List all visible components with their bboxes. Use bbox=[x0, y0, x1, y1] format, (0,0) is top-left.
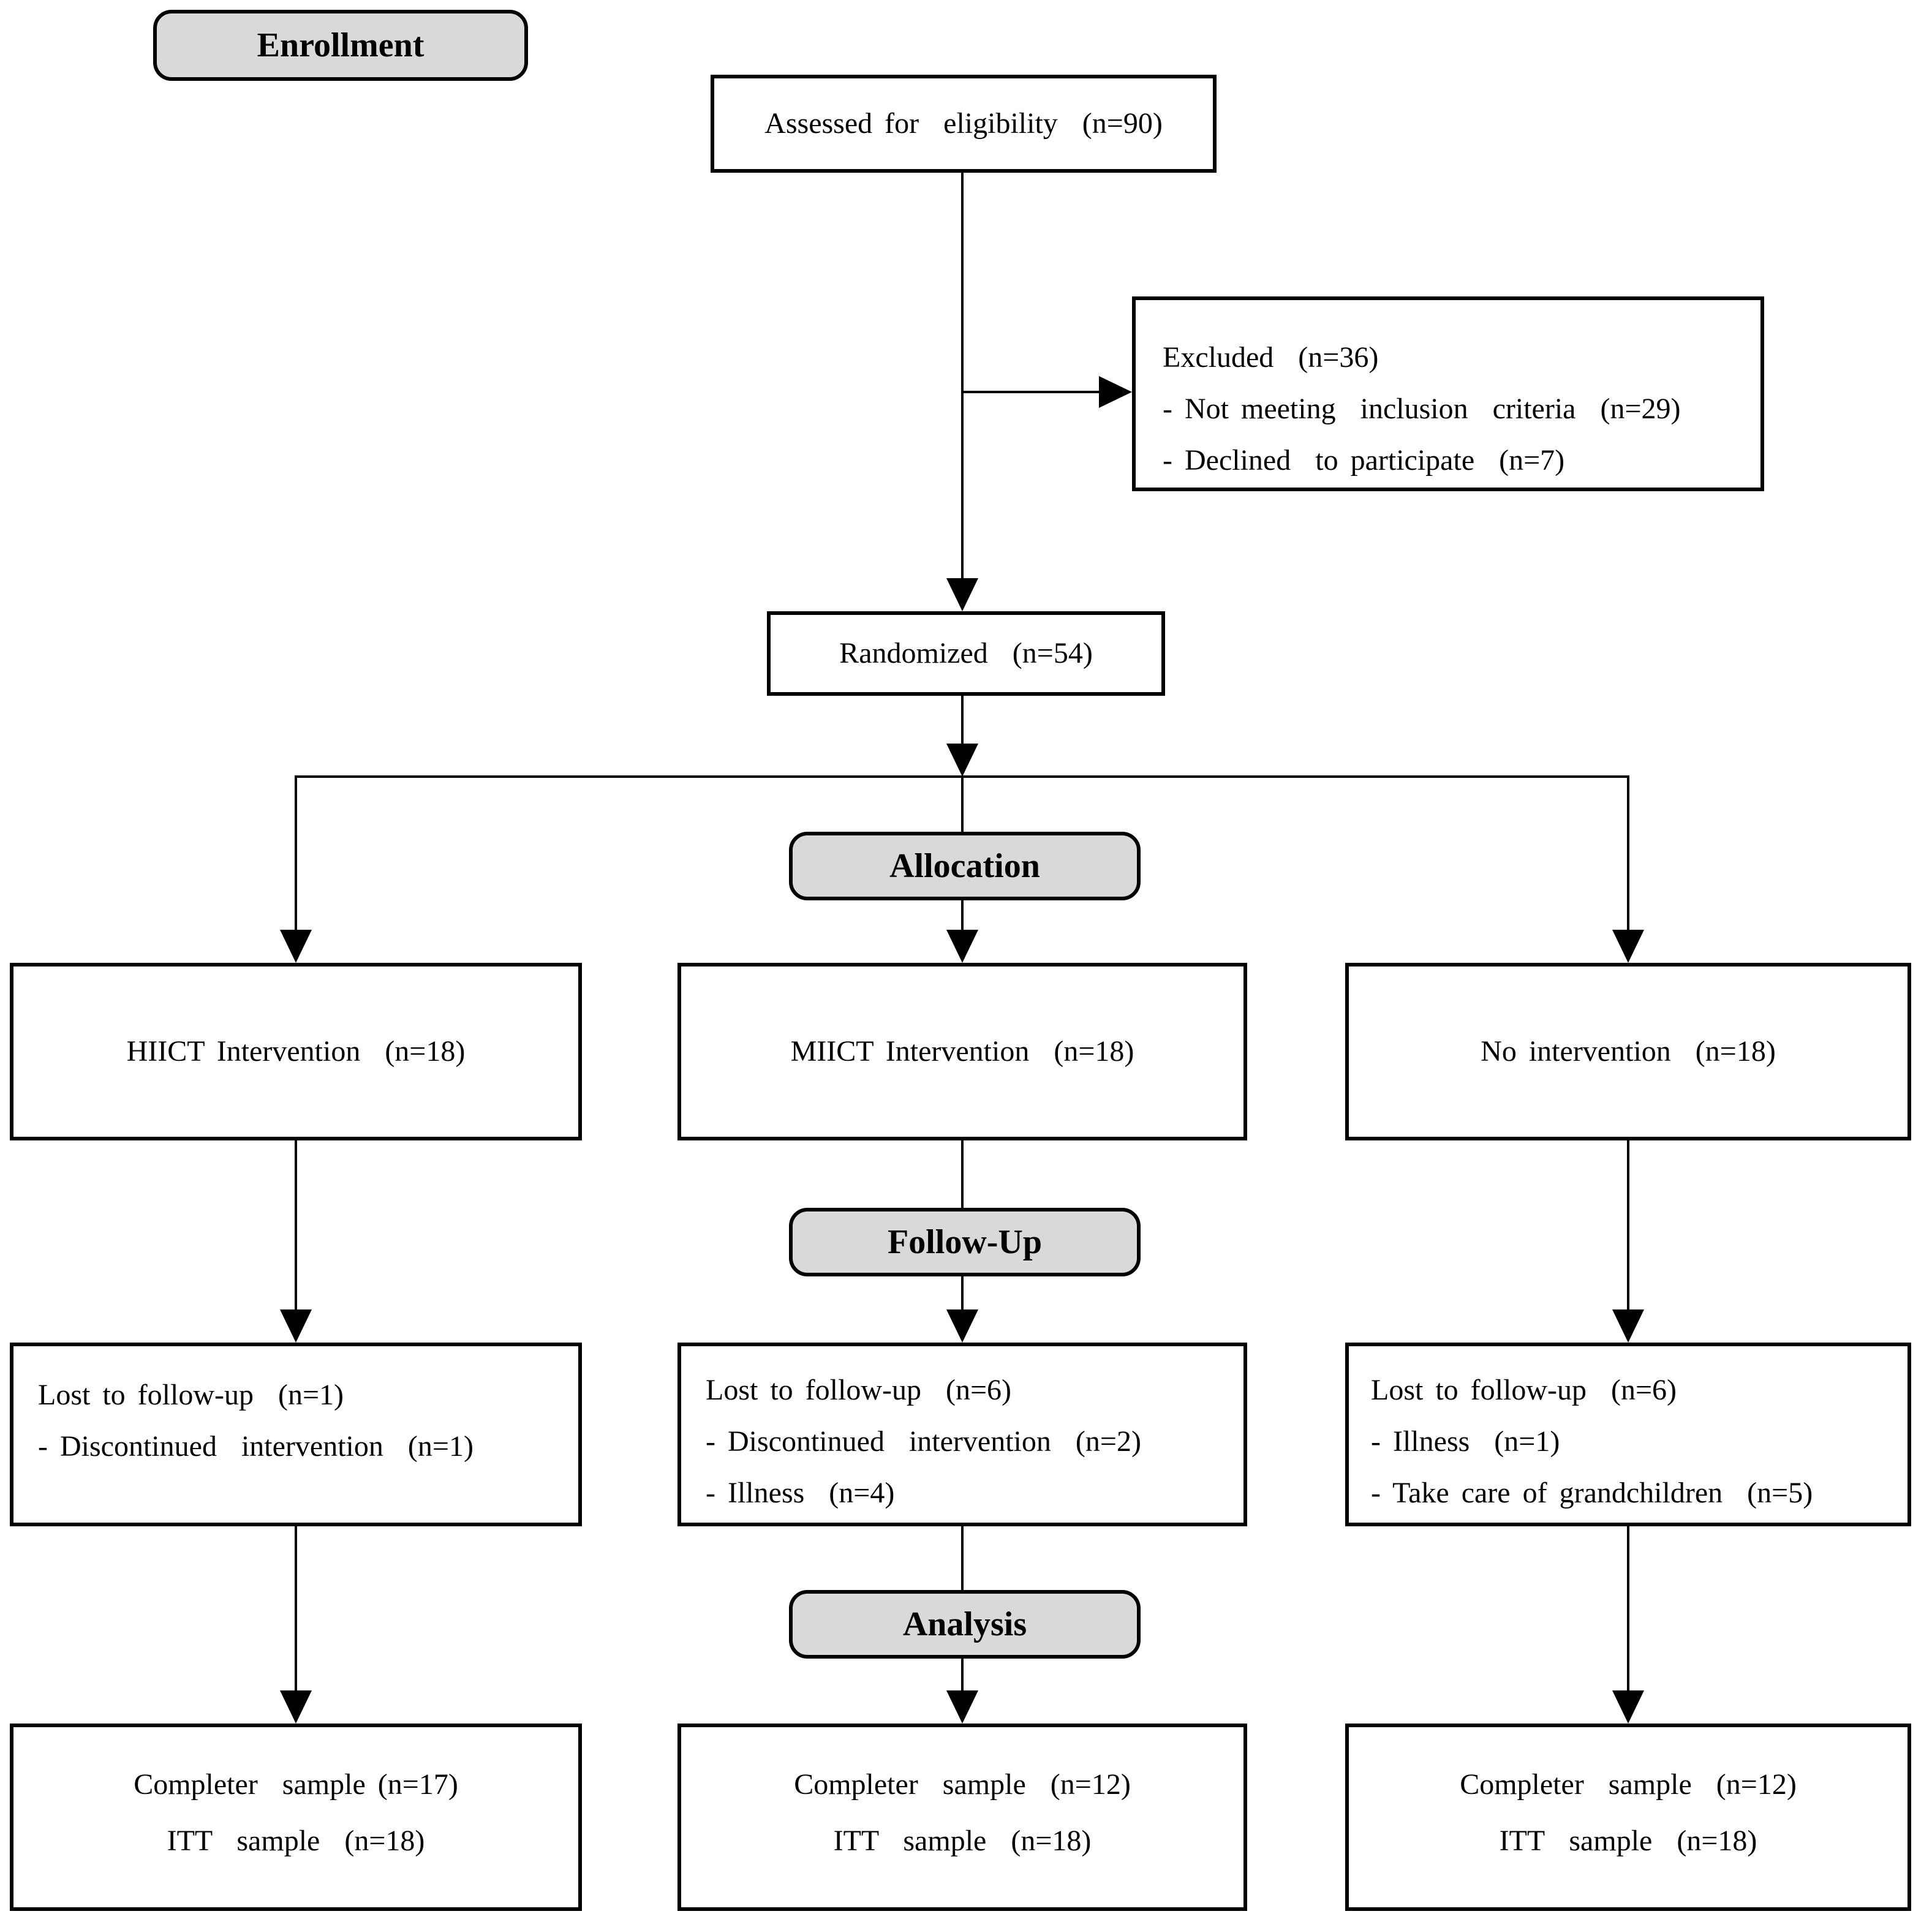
no-intervention-label: No intervention (n=18) bbox=[1481, 1035, 1776, 1068]
connector-line bbox=[961, 696, 964, 747]
arrowhead-down-icon bbox=[946, 1690, 978, 1724]
arrowhead-down-icon bbox=[1612, 1309, 1644, 1343]
analysis-badge: Analysis bbox=[789, 1590, 1141, 1659]
completer-right-box: Completer sample (n=12) ITT sample (n=18… bbox=[1345, 1724, 1911, 1911]
miict-box: MIICT Intervention (n=18) bbox=[677, 963, 1247, 1140]
no-intervention-box: No intervention (n=18) bbox=[1345, 963, 1911, 1140]
hiict-box: HIICT Intervention (n=18) bbox=[10, 963, 582, 1140]
connector-line bbox=[1627, 775, 1629, 932]
completer-mid-line-1: Completer sample (n=12) bbox=[794, 1768, 1131, 1801]
hiict-label: HIICT Intervention (n=18) bbox=[126, 1035, 466, 1068]
lost-mid-box: Lost to follow-up (n=6) - Discontinued i… bbox=[677, 1343, 1247, 1526]
excluded-line-3: - Declined to participate (n=7) bbox=[1163, 444, 1565, 477]
enrollment-badge-label: Enrollment bbox=[257, 26, 425, 64]
lost-right-box: Lost to follow-up (n=6) - Illness (n=1) … bbox=[1345, 1343, 1911, 1526]
completer-mid-box: Completer sample (n=12) ITT sample (n=18… bbox=[677, 1724, 1247, 1911]
completer-left-line-1: Completer sample (n=17) bbox=[134, 1768, 458, 1801]
excluded-line-1: Excluded (n=36) bbox=[1163, 341, 1379, 374]
arrowhead-down-icon bbox=[280, 1690, 312, 1724]
connector-line bbox=[961, 173, 964, 581]
lost-mid-line-2: - Discontinued intervention (n=2) bbox=[706, 1425, 1141, 1458]
followup-badge: Follow-Up bbox=[789, 1208, 1141, 1276]
allocation-badge: Allocation bbox=[789, 832, 1141, 900]
arrowhead-down-icon bbox=[946, 578, 978, 611]
arrowhead-down-icon bbox=[280, 930, 312, 963]
connector-line bbox=[295, 1140, 297, 1311]
arrowhead-down-icon bbox=[946, 1309, 978, 1343]
arrowhead-down-icon bbox=[946, 930, 978, 963]
completer-right-line-2: ITT sample (n=18) bbox=[1499, 1825, 1757, 1857]
excluded-box: Excluded (n=36) - Not meeting inclusion … bbox=[1132, 296, 1764, 491]
lost-left-line-1: Lost to follow-up (n=1) bbox=[38, 1379, 344, 1411]
randomized-label: Randomized (n=54) bbox=[839, 637, 1093, 669]
randomized-box: Randomized (n=54) bbox=[767, 611, 1165, 696]
arrowhead-down-icon bbox=[1612, 930, 1644, 963]
connector-line bbox=[962, 391, 1102, 393]
analysis-badge-label: Analysis bbox=[902, 1605, 1027, 1643]
lost-left-line-2: - Discontinued intervention (n=1) bbox=[38, 1430, 474, 1463]
miict-label: MIICT Intervention (n=18) bbox=[790, 1035, 1134, 1068]
followup-badge-label: Follow-Up bbox=[888, 1223, 1042, 1261]
lost-right-line-1: Lost to follow-up (n=6) bbox=[1371, 1374, 1677, 1406]
assessed-label: Assessed for eligibility (n=90) bbox=[764, 107, 1163, 140]
lost-left-box: Lost to follow-up (n=1) - Discontinued i… bbox=[10, 1343, 582, 1526]
arrowhead-right-icon bbox=[1099, 376, 1132, 408]
enrollment-badge: Enrollment bbox=[153, 10, 528, 81]
lost-right-line-2: - Illness (n=1) bbox=[1371, 1425, 1560, 1458]
lost-right-line-3: - Take care of grandchildren (n=5) bbox=[1371, 1477, 1813, 1509]
lost-mid-line-3: - Illness (n=4) bbox=[706, 1477, 895, 1509]
excluded-line-2: - Not meeting inclusion criteria (n=29) bbox=[1163, 393, 1681, 425]
connector-line bbox=[295, 775, 297, 932]
completer-right-line-1: Completer sample (n=12) bbox=[1460, 1768, 1797, 1801]
completer-left-box: Completer sample (n=17) ITT sample (n=18… bbox=[10, 1724, 582, 1911]
assessed-box: Assessed for eligibility (n=90) bbox=[711, 75, 1217, 173]
arrowhead-down-icon bbox=[1612, 1690, 1644, 1724]
allocation-badge-label: Allocation bbox=[889, 847, 1040, 885]
connector-line bbox=[1627, 1140, 1629, 1311]
connector-line bbox=[295, 1526, 297, 1693]
completer-left-line-2: ITT sample (n=18) bbox=[167, 1825, 425, 1857]
completer-mid-line-2: ITT sample (n=18) bbox=[833, 1825, 1092, 1857]
arrowhead-down-icon bbox=[280, 1309, 312, 1343]
arrowhead-down-icon bbox=[946, 744, 978, 777]
connector-line bbox=[1627, 1526, 1629, 1693]
lost-mid-line-1: Lost to follow-up (n=6) bbox=[706, 1374, 1012, 1406]
